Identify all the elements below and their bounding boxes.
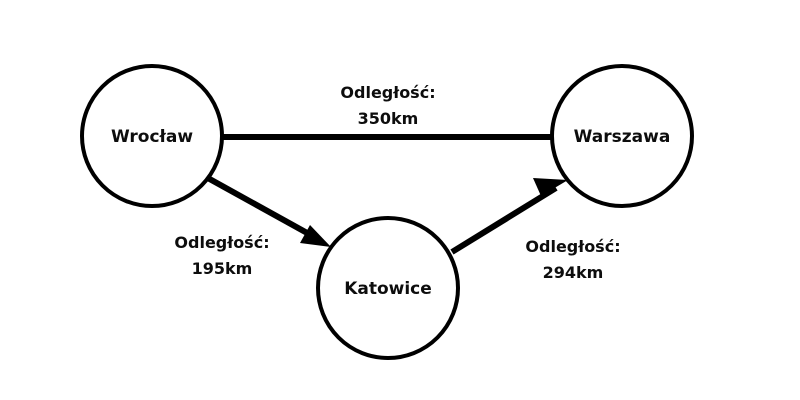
node-wroclaw[interactable]: Wrocław: [80, 64, 224, 208]
node-label-warszawa: Warszawa: [574, 127, 671, 147]
edge-label-distance-title-3: Odległość:: [525, 237, 620, 256]
node-katowice[interactable]: Katowice: [316, 216, 460, 360]
arrowhead-icon-katowice: [300, 225, 331, 247]
edge-label-distance-title-2: Odległość:: [174, 233, 269, 252]
edge-label-distance-value-2: 195km: [192, 259, 253, 278]
edge-label-katowice-warszawa: Odległość: 294km: [525, 237, 620, 282]
edge-katowice-warszawa[interactable]: [450, 178, 568, 255]
edge-label-distance-value-3: 294km: [543, 263, 604, 282]
node-warszawa[interactable]: Warszawa: [550, 64, 694, 208]
edge-wroclaw-katowice[interactable]: [204, 174, 331, 247]
node-label-katowice: Katowice: [344, 279, 432, 299]
node-circle-wroclaw: [80, 64, 224, 208]
node-circle-warszawa: [550, 64, 694, 208]
edge-line-katowice-warszawa: [450, 185, 558, 255]
edge-label-distance-value-1: 350km: [358, 109, 419, 128]
edge-label-wroclaw-katowice: Odległość: 195km: [174, 233, 269, 278]
edge-line-wroclaw-katowice: [204, 174, 320, 242]
node-label-wroclaw: Wrocław: [111, 127, 193, 147]
arrowhead-icon-warszawa: [533, 178, 568, 196]
node-circle-katowice: [316, 216, 460, 360]
edge-label-distance-title-1: Odległość:: [340, 83, 435, 102]
edge-label-wroclaw-warszawa: Odległość: 350km: [340, 83, 435, 128]
